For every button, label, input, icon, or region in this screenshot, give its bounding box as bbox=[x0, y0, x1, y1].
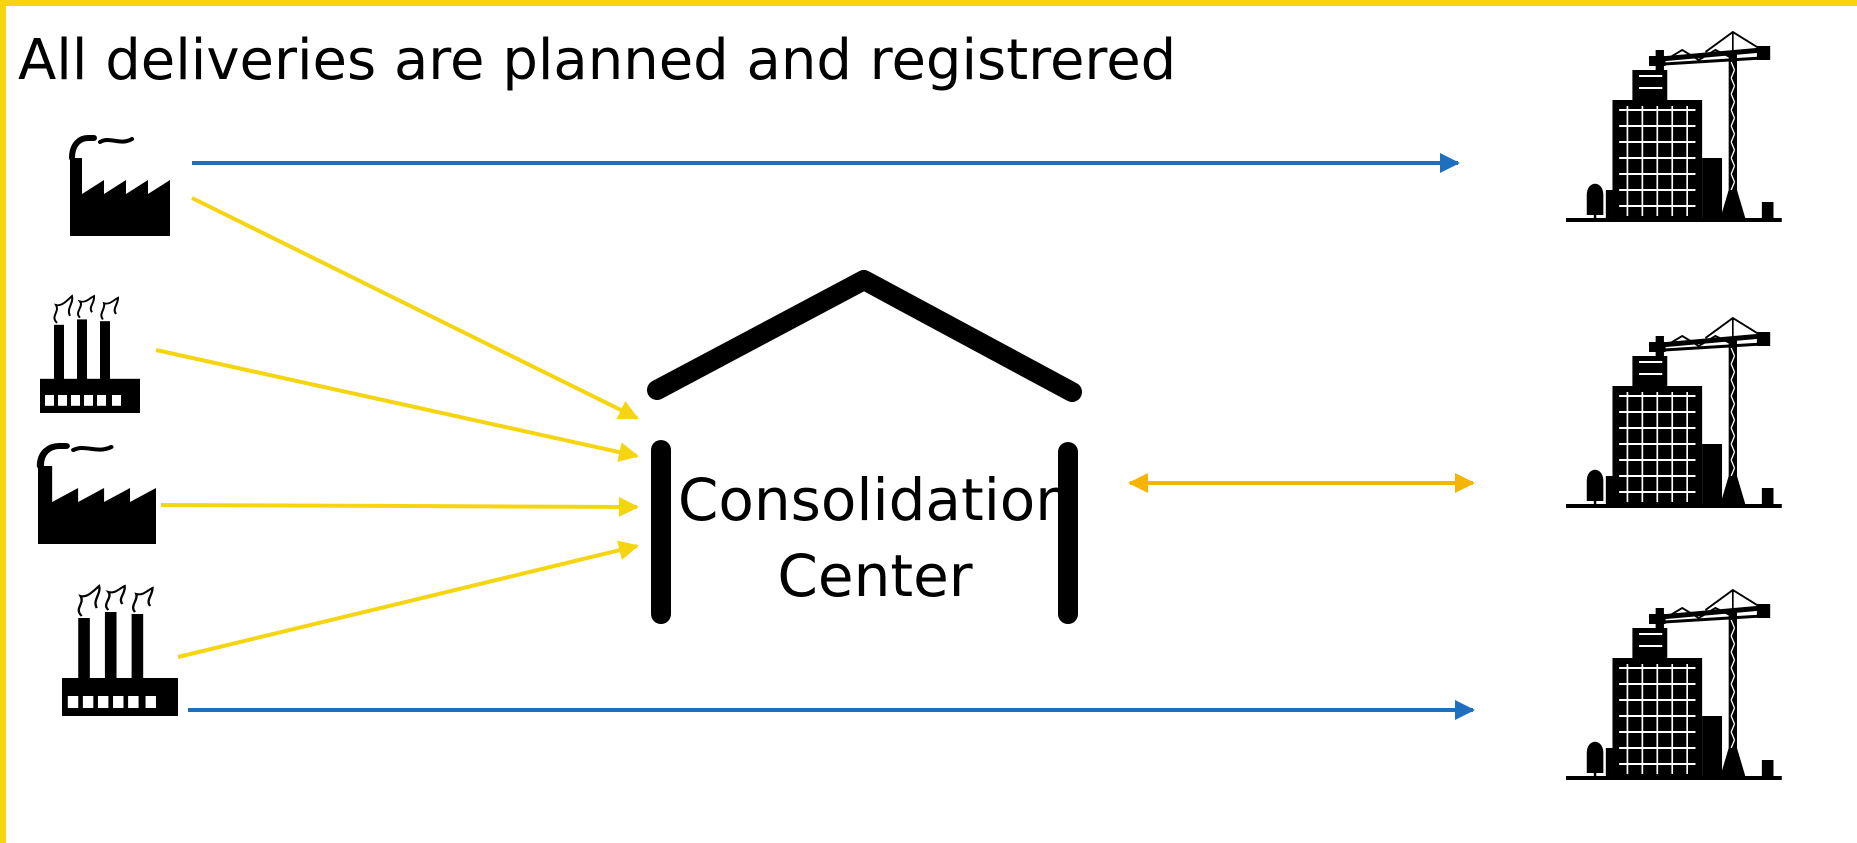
supplier-to-hub-arrow-2 bbox=[155, 348, 639, 462]
consolidation-center-label-line1: Consolidation bbox=[677, 466, 1073, 534]
construction-site-icon-3 bbox=[1566, 590, 1782, 780]
construction-site-icon-2 bbox=[1566, 318, 1782, 508]
consolidation-center-label-line2: Center bbox=[777, 542, 973, 610]
consolidation-center-label: Consolidation Center bbox=[660, 462, 1090, 614]
supplier-to-hub-arrow-1 bbox=[191, 196, 639, 420]
supplier-factory-icon-2 bbox=[38, 446, 156, 544]
supplier-factory-smokestacks-icon-1 bbox=[39, 295, 141, 414]
construction-site-icon-1 bbox=[1566, 32, 1782, 222]
slide-title: All deliveries are planned and registrer… bbox=[18, 28, 1177, 93]
supplier-factory-smokestacks-icon-2 bbox=[60, 584, 180, 718]
supplier-factory-icon-1 bbox=[70, 138, 170, 236]
supplier-to-hub-arrow-4 bbox=[177, 540, 639, 659]
supplier-to-hub-arrow-3 bbox=[160, 496, 639, 517]
warehouse-outline-icon bbox=[647, 270, 1082, 624]
